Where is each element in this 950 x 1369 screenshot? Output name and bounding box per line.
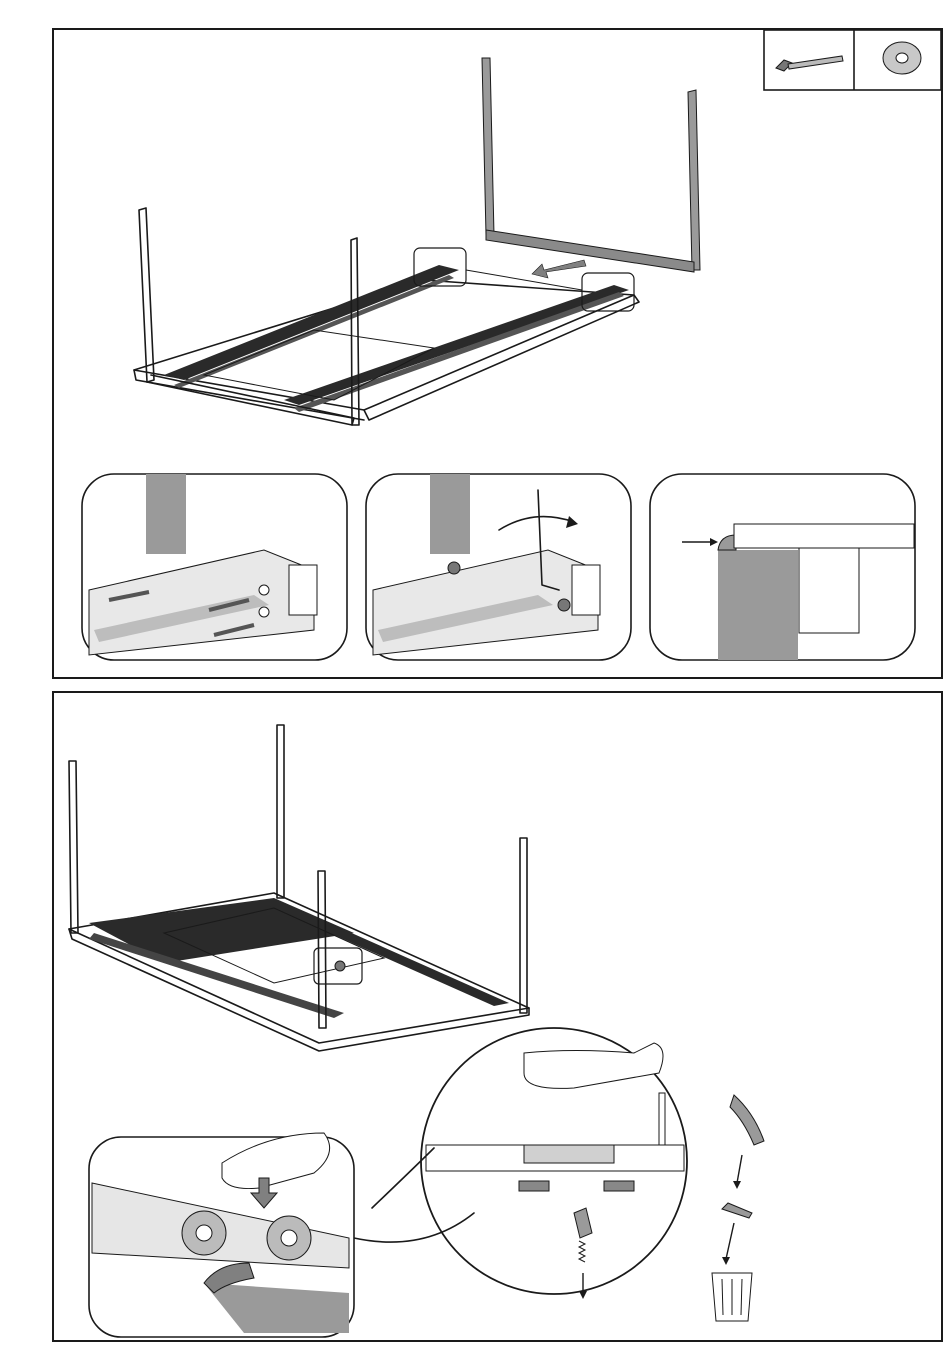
step-panel-attach-leg-frame	[52, 28, 943, 679]
edge-alignment-detail	[650, 474, 915, 660]
step-panel-remove-transport-lock	[52, 691, 943, 1342]
parts-box	[764, 30, 941, 90]
discard-parts-icon	[712, 1095, 764, 1321]
table-underside-illustration	[69, 725, 529, 1051]
step-illustration	[54, 693, 941, 1340]
step-illustration	[54, 30, 941, 677]
release-spring-detail	[421, 1028, 687, 1299]
press-and-rotate-detail	[89, 1133, 474, 1337]
tighten-hex-key-detail	[366, 474, 631, 660]
washer-icon	[883, 42, 921, 74]
insert-bolts-detail	[82, 474, 347, 660]
table-frame-illustration	[134, 58, 700, 425]
